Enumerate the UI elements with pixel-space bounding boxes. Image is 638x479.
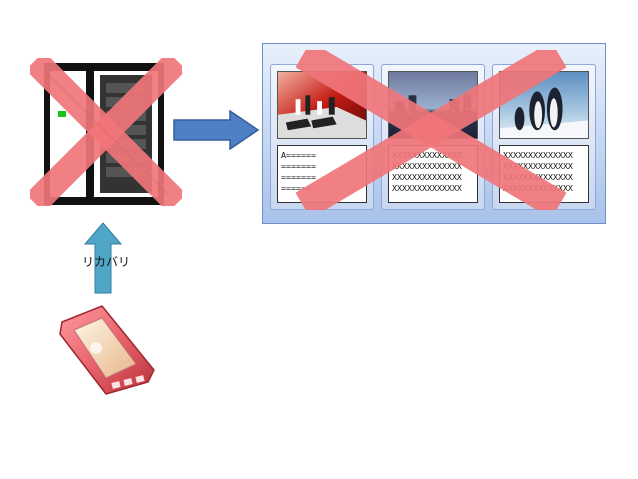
- recovery-label: リカバリ: [81, 255, 130, 269]
- memory-card-icon: [59, 305, 155, 395]
- right-arrow-icon: [173, 110, 260, 150]
- server-cross-icon: [30, 58, 182, 206]
- chess-image: [277, 71, 367, 139]
- up-arrow-icon: [84, 222, 122, 294]
- panel-cross-icon: [296, 50, 566, 210]
